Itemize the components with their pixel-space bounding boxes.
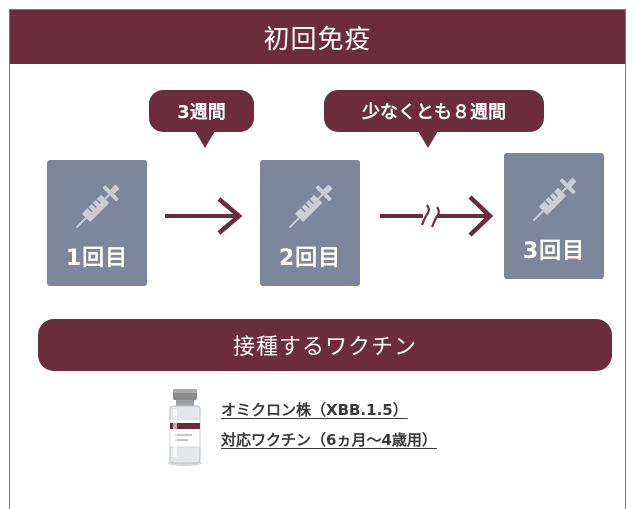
interval-bubble-1: 3週間 bbox=[149, 90, 254, 148]
dose-card-2: 2回目 bbox=[260, 160, 360, 286]
vaccine-section-title: 接種するワクチン bbox=[38, 319, 612, 371]
vaccine-name-line-2: 対応ワクチン（6ヵ月〜4歳用） bbox=[221, 431, 437, 449]
syringe-icon bbox=[288, 184, 333, 229]
interval-bubble-2: 少なくとも８週間 bbox=[324, 90, 544, 148]
interval-1-label: 3週間 bbox=[177, 102, 226, 123]
dose-3-label: 3回目 bbox=[522, 239, 586, 264]
vaccine-section-title-text: 接種するワクチン bbox=[232, 335, 417, 360]
vaccine-name-line-1: オミクロン株（XBB.1.5） bbox=[221, 401, 408, 419]
dose-card-1: 1回目 bbox=[47, 160, 147, 286]
interval-2-label: 少なくとも８週間 bbox=[362, 102, 506, 123]
vaccination-schedule: 初回免疫 3週間 少なくとも８週間 1回目 bbox=[9, 9, 626, 509]
arrow-break-right-icon bbox=[380, 195, 494, 237]
dose-1-label: 1回目 bbox=[65, 246, 129, 271]
syringe-icon bbox=[75, 184, 120, 229]
page-title: 初回免疫 bbox=[10, 10, 625, 64]
dose-2-label: 2回目 bbox=[278, 246, 342, 271]
arrow-right-icon bbox=[165, 197, 243, 235]
vaccine-vial-icon bbox=[168, 389, 202, 466]
content-frame bbox=[9, 9, 626, 509]
dose-card-3: 3回目 bbox=[504, 153, 604, 279]
syringe-icon bbox=[532, 177, 577, 222]
page-title-text: 初回免疫 bbox=[263, 24, 372, 55]
